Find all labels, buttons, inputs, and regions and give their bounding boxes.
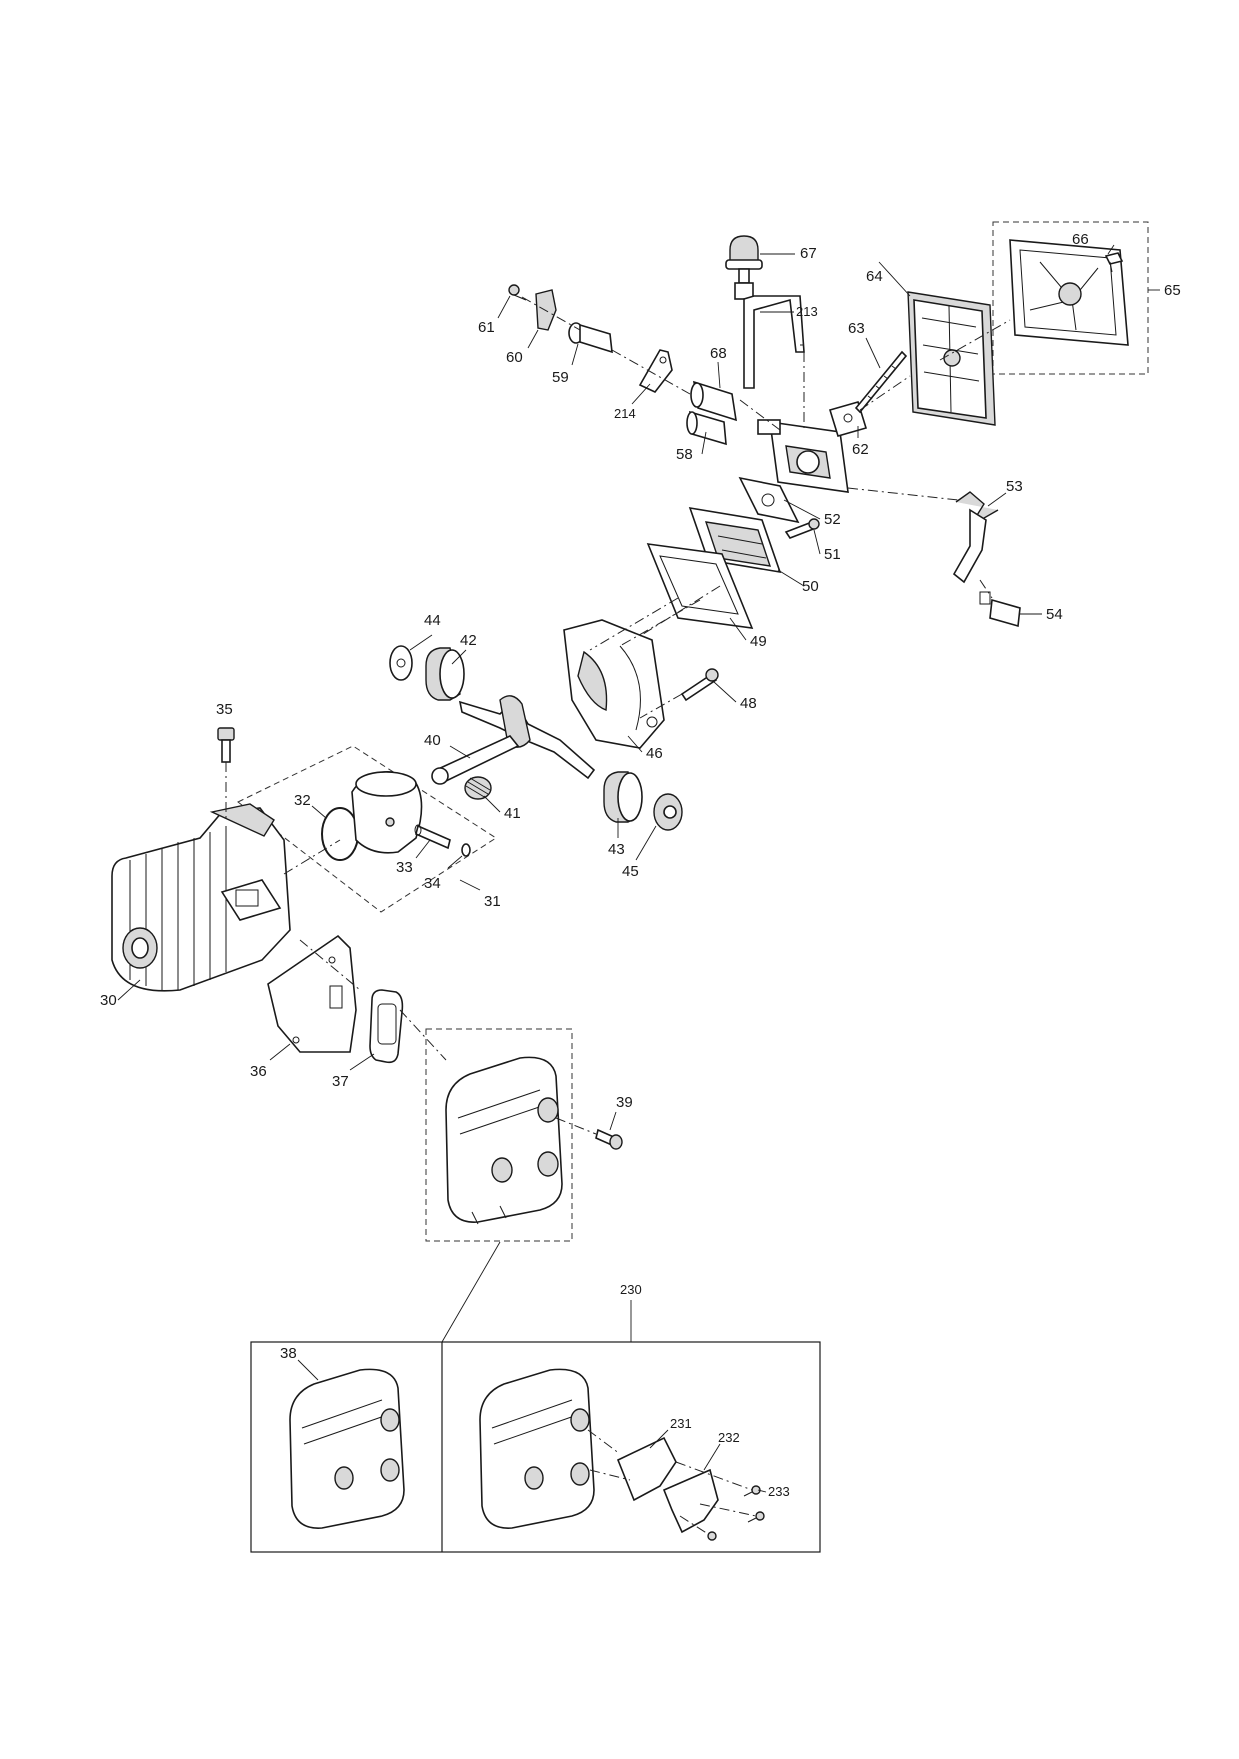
cylinder-30 (111, 803, 291, 992)
callout-230: 230 (620, 1282, 642, 1297)
callout-61: 61 (478, 319, 495, 336)
fuel-line-213 (734, 282, 805, 389)
callout-68: 68 (710, 345, 727, 362)
piston-ring-32 (321, 807, 359, 861)
lever-214 (638, 349, 673, 393)
callout-233: 233 (768, 1484, 790, 1499)
piston (351, 771, 423, 854)
callout-37: 37 (332, 1073, 349, 1090)
gasket-52 (738, 476, 800, 524)
callout-35: 35 (216, 701, 233, 718)
callout-51: 51 (824, 546, 841, 563)
callout-48: 48 (740, 695, 757, 712)
callout-60: 60 (506, 349, 523, 366)
air-filter-64 (907, 291, 996, 426)
screw-61 (508, 284, 527, 301)
air-filter-box-65 (992, 221, 1149, 375)
callout-54: 54 (1046, 606, 1063, 623)
callout-31: 31 (484, 893, 501, 910)
callout-63: 63 (848, 320, 865, 337)
muffler (445, 1056, 563, 1225)
leader-lines (117, 244, 1160, 1493)
callout-39: 39 (616, 1094, 633, 1111)
callout-49: 49 (750, 633, 767, 650)
callout-40: 40 (424, 732, 441, 749)
callout-231: 231 (670, 1416, 692, 1431)
callout-labels: 67 213 66 65 64 63 61 60 59 68 214 58 62… (100, 231, 1181, 1499)
callout-232: 232 (718, 1430, 740, 1445)
screw-35 (217, 727, 235, 763)
crankshaft-40 (431, 695, 596, 785)
bolt-48 (680, 668, 719, 702)
screw-66 (1104, 252, 1124, 273)
clip-34 (461, 843, 471, 857)
callout-62: 62 (852, 441, 869, 458)
knob-60 (535, 289, 557, 331)
plate-232 (662, 1468, 719, 1534)
carburetor (757, 419, 849, 493)
callout-34: 34 (424, 875, 441, 892)
callout-46: 46 (646, 745, 663, 762)
fuel-hose-53 (952, 491, 999, 584)
bearing-43 (603, 771, 643, 823)
fuel-filter-54 (979, 591, 1021, 628)
detail-box (250, 1241, 821, 1553)
callout-66: 66 (1072, 231, 1089, 248)
callout-50: 50 (802, 578, 819, 595)
bolt-39 (595, 1128, 623, 1150)
callout-213: 213 (796, 304, 818, 319)
gasket-49 (646, 543, 754, 629)
callout-42: 42 (460, 632, 477, 649)
assembly-lines (225, 296, 1011, 1535)
bolt-63 (854, 350, 908, 414)
spacer-58 (686, 410, 727, 446)
callout-44: 44 (424, 612, 441, 629)
callout-64: 64 (866, 268, 883, 285)
callout-52: 52 (824, 511, 841, 528)
callout-45: 45 (622, 863, 639, 880)
callout-36: 36 (250, 1063, 267, 1080)
bearing-42 (425, 647, 465, 701)
crankcase-46 (563, 619, 665, 749)
piston-box-31 (237, 745, 497, 913)
choke-part-59 (568, 322, 613, 354)
callout-33: 33 (396, 859, 413, 876)
piston-pin-33 (414, 824, 451, 850)
callout-67: 67 (800, 245, 817, 262)
spacer-68 (690, 380, 737, 422)
seal-45 (653, 793, 683, 831)
muffler-box (425, 1028, 573, 1242)
callout-32: 32 (294, 792, 311, 809)
callout-58: 58 (676, 446, 693, 463)
seal-44 (389, 645, 413, 681)
callout-41: 41 (504, 805, 521, 822)
callout-65: 65 (1164, 282, 1181, 299)
callout-214: 214 (614, 406, 636, 421)
plate-62 (828, 401, 868, 437)
callout-38: 38 (280, 1345, 297, 1362)
callout-30: 30 (100, 992, 117, 1009)
muffler-230 (479, 1368, 595, 1529)
screw-51 (784, 518, 820, 539)
gasket-37 (369, 989, 404, 1064)
screw-233 (707, 1485, 765, 1541)
callout-43: 43 (608, 841, 625, 858)
needle-bearing-41 (464, 776, 492, 800)
muffler-38 (289, 1368, 405, 1529)
primer-bulb-67 (725, 235, 763, 284)
callout-59: 59 (552, 369, 569, 386)
bracket-231 (616, 1436, 677, 1502)
callout-53: 53 (1006, 478, 1023, 495)
air-filter-cover (1009, 239, 1129, 346)
shield-36 (267, 934, 357, 1053)
